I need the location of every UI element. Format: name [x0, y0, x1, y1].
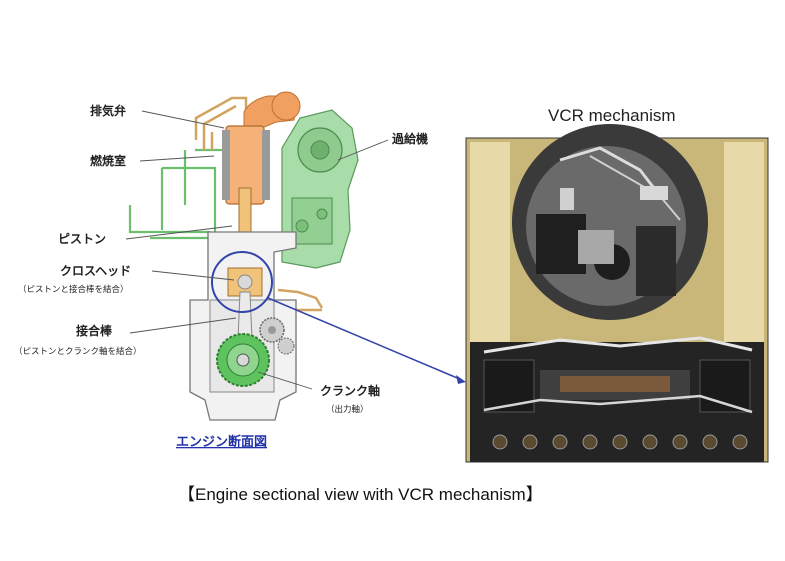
photo-title: VCR mechanism [548, 106, 676, 125]
frame-lines [128, 148, 230, 240]
label-crosshead-note: （ピストンと接合棒を結合） [18, 284, 129, 295]
engine-section [128, 91, 466, 421]
section-title: エンジン断面図 [176, 434, 267, 450]
vcr-highlight-circle [211, 251, 273, 313]
label-connecting-rod-note: （ピストンとクランク軸を結合） [14, 346, 142, 357]
label-connecting-rod: 接合棒 [76, 323, 113, 338]
leader-lines [125, 110, 389, 390]
label-turbocharger: 過給機 [391, 131, 428, 146]
vcr-photo [465, 124, 769, 463]
connecting-rod [237, 291, 253, 341]
label-piston: ピストン [58, 232, 106, 246]
figure-caption: 【Engine sectional view with VCR mechanis… [178, 485, 543, 504]
label-exhaust-valve: 排気弁 [90, 103, 126, 118]
label-crankshaft-note: （出力軸） [326, 404, 369, 415]
label-crosshead: クロスヘッド [60, 264, 131, 278]
label-combustion-chamber: 燃焼室 [90, 153, 126, 168]
label-crankshaft: クランク軸 [320, 383, 380, 398]
highlight-pointer [267, 297, 463, 381]
